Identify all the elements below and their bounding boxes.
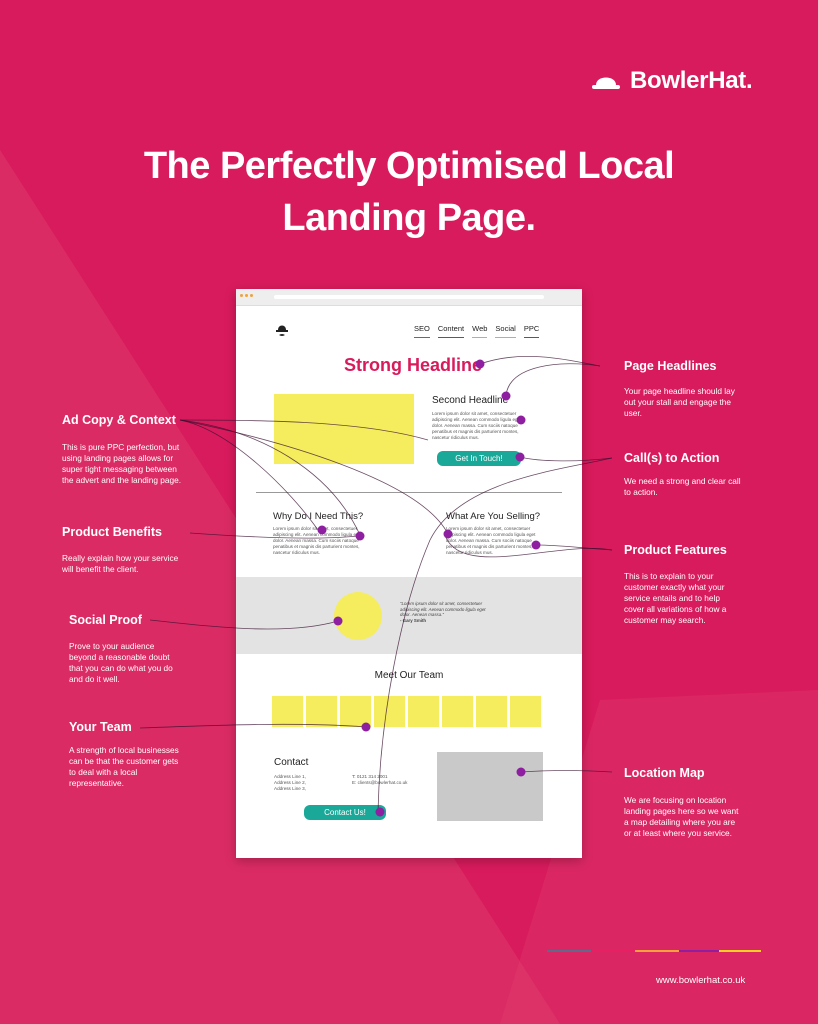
address-line: Address Line 3, [274,785,306,791]
contact-heading: Contact [274,757,309,768]
quote-text: "Lorem ipsum dolor sit amet, consectetue… [400,601,486,618]
footer-bar [679,950,719,952]
ad-copy-title: Ad Copy & Context [62,413,176,427]
team-photo [408,696,439,727]
why-heading: Why Do I Need This? [273,511,364,522]
section-divider [256,492,562,493]
page-headlines-desc: Your page headline should lay out your s… [624,386,735,418]
window-dots [240,294,253,297]
address-line: Address Line 1, [274,774,306,779]
browser-bar [236,289,582,306]
your-team-title: Your Team [69,720,132,734]
location-map-placeholder [437,752,543,821]
team-heading: Meet Our Team [374,670,444,681]
contact-details: T: 0121 314 2001 E: clients@bowlerhat.co… [352,774,407,786]
contact-us-button[interactable]: Contact Us! [304,805,386,820]
second-headline: Second Headline [432,395,509,406]
your-team-desc: A strength of local businesses can be th… [69,745,179,788]
footer-bar [591,950,635,952]
page-headlines-title: Page Headlines [624,359,717,373]
team-photo [306,696,337,727]
team-photo [442,696,473,727]
address-line: Address Line 2, [274,779,306,785]
page-title: The Perfectly Optimised Local Landing Pa… [0,140,818,244]
mockup-nav: SEO Content Web Social PPC [414,324,540,338]
team-photo [374,696,405,727]
social-proof-desc: Prove to your audience beyond a reasonab… [69,641,173,684]
hero-image-placeholder [274,394,414,464]
nav-item-social[interactable]: Social [495,324,516,338]
bowler-hat-icon [592,77,620,89]
product-benefits-title: Product Benefits [62,525,163,539]
testimonial-quote: "Lorem ipsum dolor sit amet, consectetue… [400,601,490,623]
nav-item-seo[interactable]: SEO [414,324,430,338]
nav-item-web[interactable]: Web [472,324,488,338]
footer-bar [719,950,761,952]
title-line-2: Landing Page. [282,197,536,239]
location-map-desc: We are focusing on location landing page… [624,795,739,838]
email-address: E: clients@bowlerhat.co.uk [352,779,408,785]
quote-author: - Gary Smith [400,617,427,623]
nav-item-ppc[interactable]: PPC [523,324,540,338]
address-block: Address Line 1, Address Line 2, Address … [274,774,306,791]
title-line-1: The Perfectly Optimised Local [143,145,675,187]
brand-logo[interactable]: BowlerHat. [590,67,753,95]
strong-headline: Strong Headline [344,355,483,375]
product-features-desc: This is to explain to your customer exac… [624,571,727,625]
team-photo [340,696,371,727]
hero-body-text: Lorem ipsum dolor sit amet, consectetuer… [432,411,522,440]
team-photo [510,696,541,727]
team-photos [272,696,541,727]
calls-to-action-title: Call(s) to Action [624,451,720,465]
why-body-text: Lorem ipsum dolor sit amet, consectetuer… [273,526,363,555]
what-body-text: Lorem ipsum dolor sit amet, consectetuer… [446,526,536,555]
footer-bar [547,950,591,952]
product-features-title: Product Features [624,543,727,557]
team-photo [476,696,507,727]
testimonial-avatar [334,592,382,640]
what-heading: What Are You Selling? [446,511,541,522]
location-map-title: Location Map [624,766,705,780]
mockup-logo-icon [276,325,288,336]
ad-copy-desc: This is pure PPC perfection, but using l… [62,442,182,485]
phone-number: T: 0121 314 2001 [352,774,388,779]
calls-to-action-desc: We need a strong and clear call to actio… [624,476,741,497]
brand-name: BowlerHat. [630,67,753,94]
address-bar [274,295,544,299]
get-in-touch-button[interactable]: Get In Touch! [437,451,521,466]
landing-page-mockup: SEO Content Web Social PPC Strong Headli… [236,289,582,858]
nav-item-content[interactable]: Content [437,324,465,338]
footer-bar [635,950,679,952]
social-proof-title: Social Proof [69,613,142,627]
footer-url[interactable]: www.bowlerhat.co.uk [656,975,746,986]
product-benefits-desc: Really explain how your service will ben… [62,553,179,574]
team-photo [272,696,303,727]
